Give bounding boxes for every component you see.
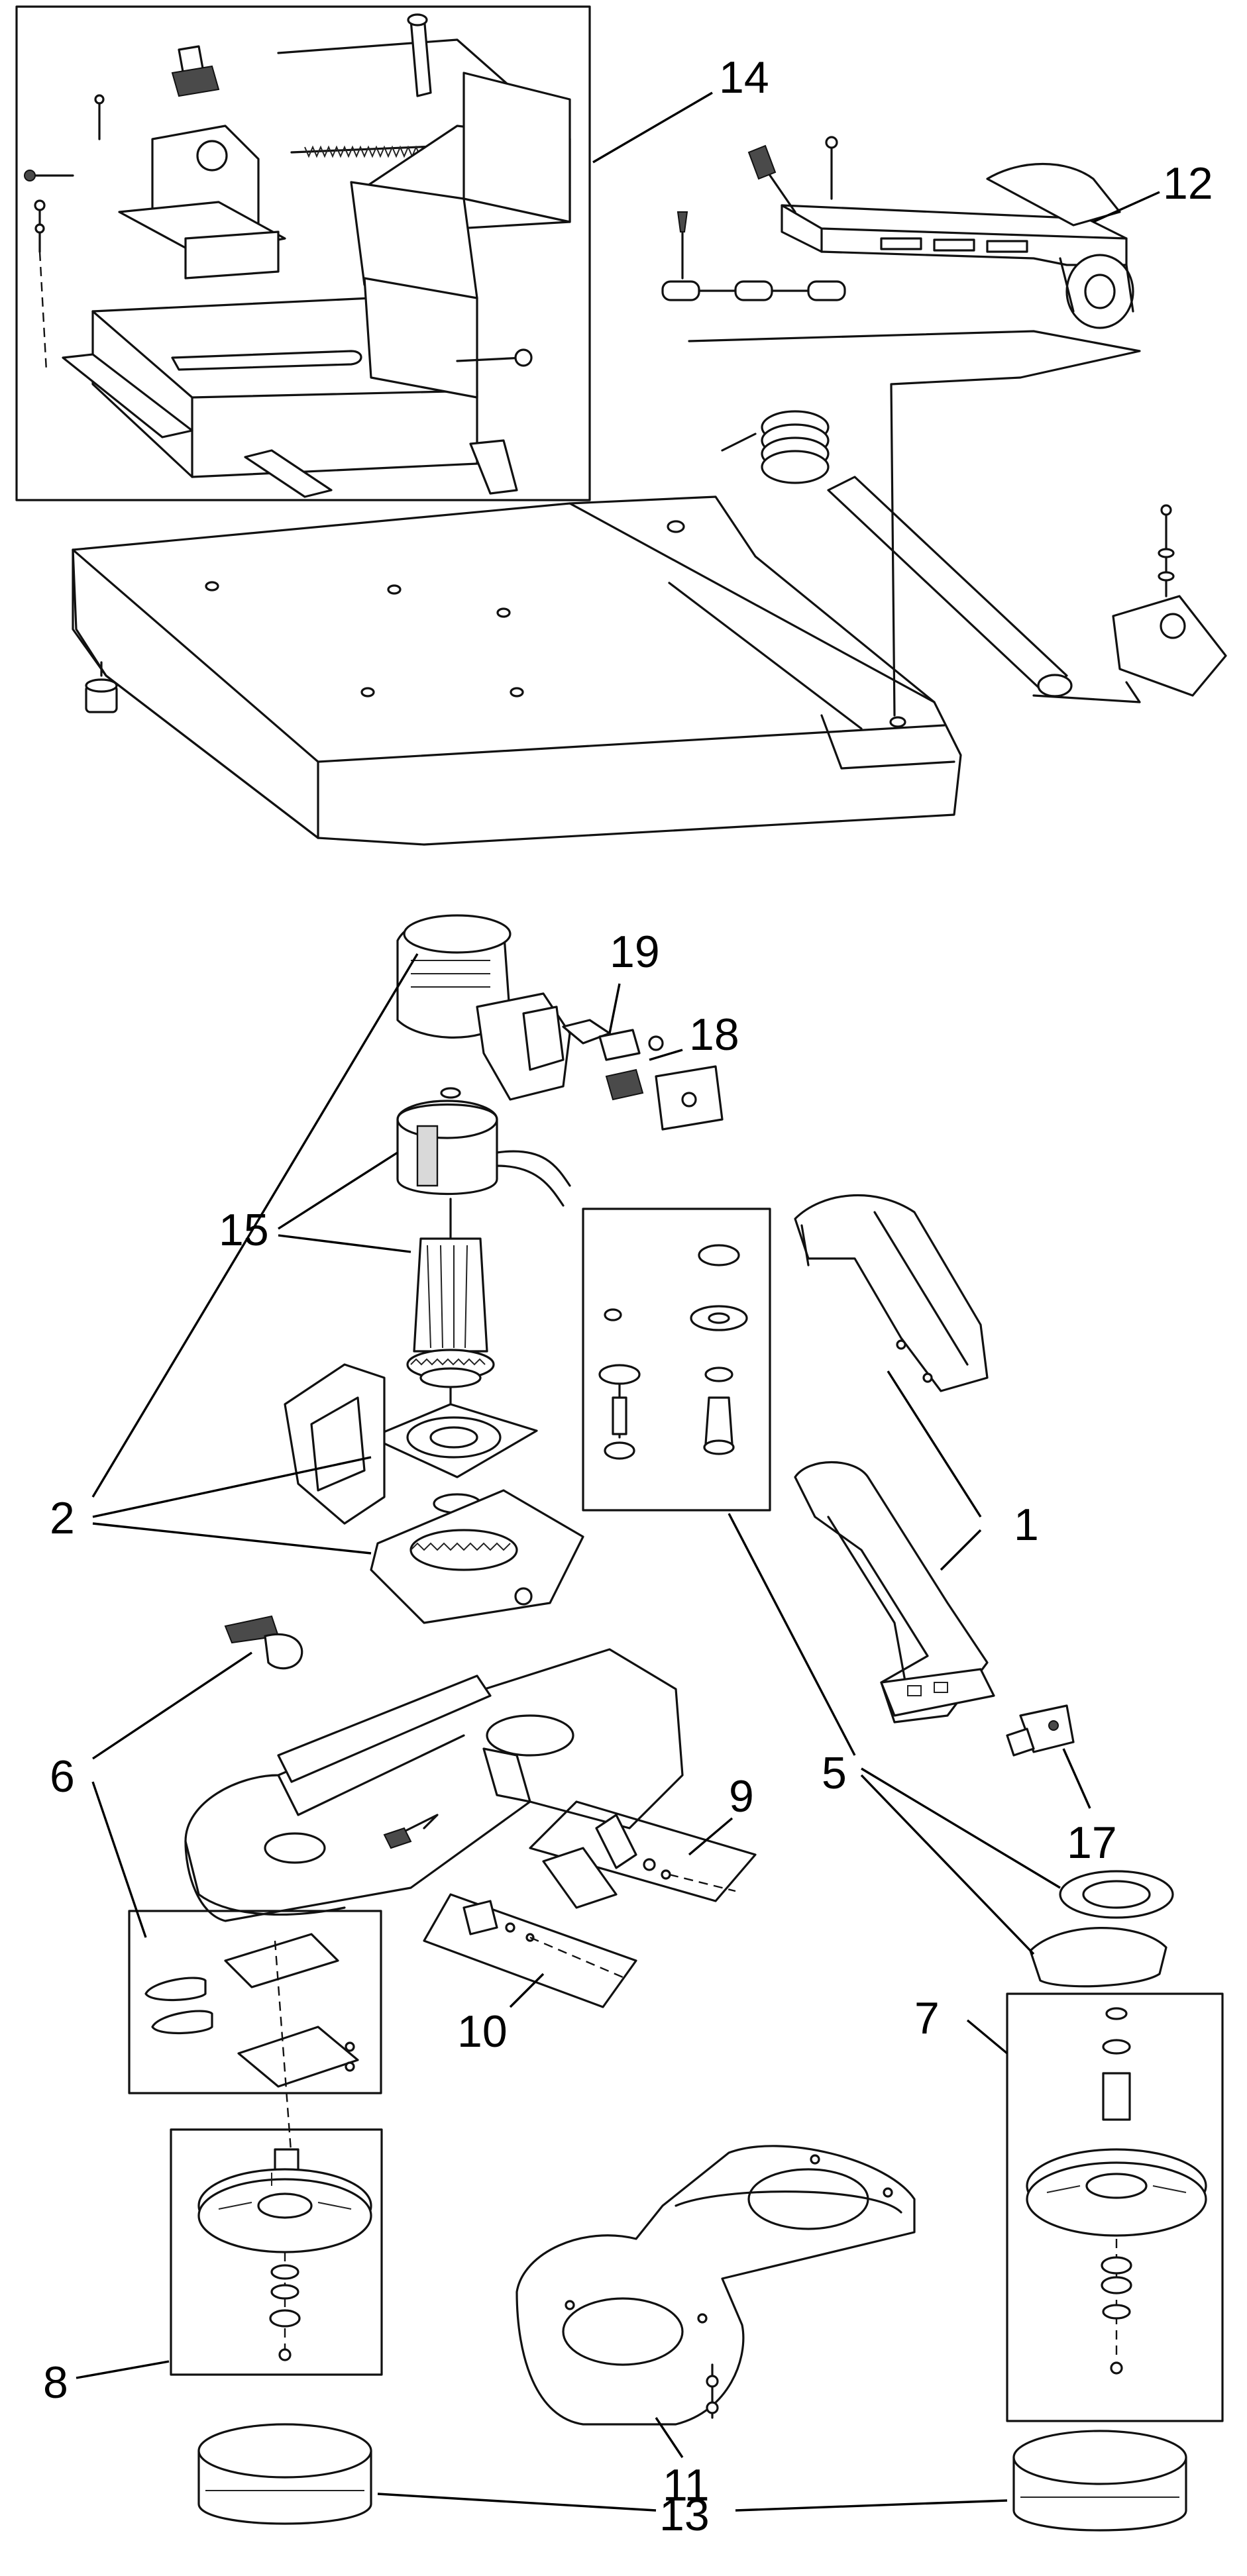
gearbox-inset — [582, 1208, 771, 1512]
callout-6: 6 — [50, 1751, 75, 1802]
clamp-arm-assembly — [661, 136, 1227, 717]
callout-1: 1 — [1014, 1500, 1039, 1550]
rubber-foot — [85, 661, 118, 713]
tensioner-inset — [128, 1910, 382, 2160]
vise-assembly-inset — [15, 5, 591, 501]
callout-8: 8 — [43, 2357, 68, 2408]
handle-assembly — [794, 1194, 995, 1724]
leader-lines — [76, 91, 1160, 2512]
callout-17: 17 — [1067, 1818, 1117, 1868]
table-base — [72, 495, 962, 846]
callout-13: 13 — [659, 2490, 710, 2540]
switch — [1006, 1704, 1075, 1757]
bearing-plate — [370, 1403, 538, 1478]
gear-right — [690, 1244, 748, 1455]
callout-7: 7 — [914, 1993, 940, 2043]
right-tire — [1012, 2430, 1187, 2532]
callout-10: 10 — [457, 2006, 508, 2057]
callout-9: 9 — [729, 1771, 754, 1822]
callout-5: 5 — [822, 1748, 847, 1798]
field-coil — [396, 1087, 571, 1207]
callout-12: 12 — [1163, 158, 1213, 209]
saw-frame — [184, 1648, 684, 1922]
motor-brush-parts — [562, 1019, 724, 1131]
right-wheel-inset — [1006, 1992, 1224, 2422]
motor-assembly — [284, 914, 724, 1624]
gear-plate — [370, 1489, 584, 1624]
stand-base-assembly — [15, 5, 1227, 846]
wheel-cover-plate — [515, 2145, 916, 2426]
vise-screws — [24, 94, 533, 372]
right-gear-ring — [1029, 1870, 1174, 1988]
spring — [721, 410, 830, 484]
armature — [406, 1198, 495, 1452]
callout-18: 18 — [689, 1009, 739, 1060]
callout-15: 15 — [219, 1205, 269, 1255]
gear-cover — [284, 1363, 386, 1525]
left-wheel-inset — [170, 2128, 383, 2376]
left-tire — [197, 2423, 372, 2525]
callout-labels: 14 12 19 18 15 2 1 17 6 5 9 10 7 8 11 13 — [43, 52, 1213, 2540]
motor-cap — [396, 914, 571, 1101]
callout-2: 2 — [50, 1493, 75, 1543]
gear-left — [598, 1308, 641, 1460]
lock-lever — [224, 1615, 303, 1670]
blade-guide-upper — [529, 1800, 757, 1909]
callout-19: 19 — [610, 927, 660, 977]
callout-14: 14 — [719, 52, 769, 103]
blade-guide-lower — [423, 1893, 637, 2008]
callout-11: 11 — [663, 2460, 710, 2510]
base-holes — [205, 520, 906, 728]
